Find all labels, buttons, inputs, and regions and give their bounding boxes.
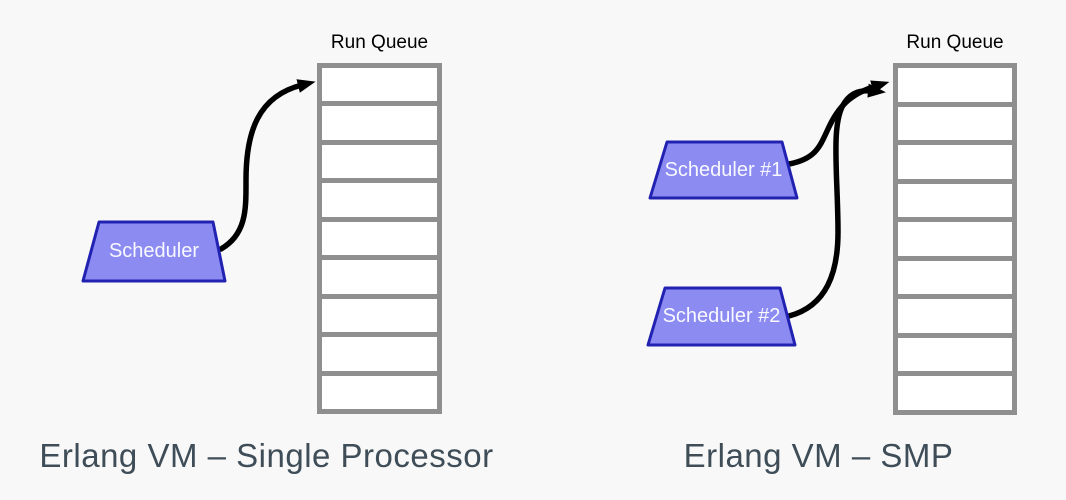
run-queue-cell (322, 183, 437, 217)
run-queue-cell (322, 298, 437, 333)
arrow-scheduler-to-queue (218, 79, 316, 252)
run-queue-cell (322, 375, 437, 409)
arrow-scheduler1-to-queue (786, 80, 890, 167)
scheduler2-shape (646, 286, 797, 347)
run-queue-cell (898, 337, 1012, 372)
run-queue-cell (322, 106, 437, 140)
run-queue-cell (898, 222, 1012, 256)
scheduler-shape (81, 220, 227, 283)
run-queue-cell (898, 299, 1012, 333)
run-queue-cell (898, 145, 1012, 179)
run-queue-label: Run Queue (330, 32, 429, 53)
run-queue-cell (898, 376, 1012, 410)
run-queue-cell (322, 221, 437, 256)
panel-caption-single-processor: Erlang VM – Single Processor (39, 437, 494, 474)
run-queue-label: Run Queue (906, 32, 1004, 53)
run-queue-cell (898, 260, 1012, 295)
run-queue-cell (322, 337, 437, 371)
run-queue (893, 63, 1017, 415)
run-queue-cell (322, 260, 437, 294)
run-queue-cell (898, 106, 1012, 141)
scheduler1-shape (648, 140, 799, 200)
panel-caption-smp: Erlang VM – SMP (683, 437, 954, 474)
arrow-scheduler2-to-queue (786, 83, 886, 319)
run-queue-cell (322, 144, 437, 179)
run-queue (317, 63, 442, 414)
run-queue-cell (898, 68, 1012, 102)
run-queue-cell (322, 68, 437, 102)
run-queue-cell (898, 183, 1012, 218)
